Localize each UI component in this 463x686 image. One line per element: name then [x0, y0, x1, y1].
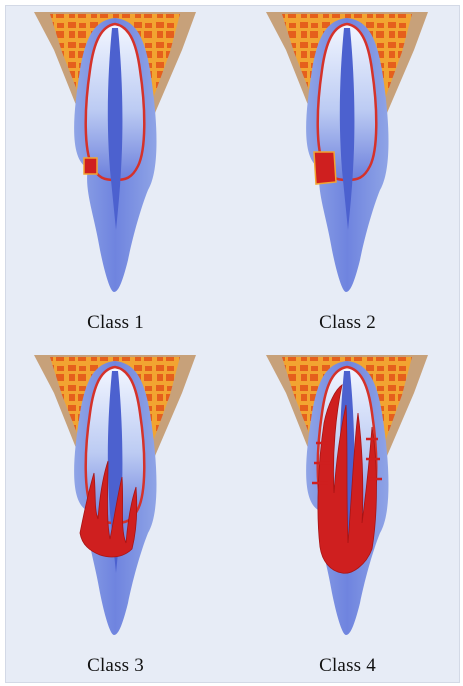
tooth-diagram-class-1 — [0, 0, 231, 343]
panel-class-3: Class 3 — [0, 343, 231, 686]
panel-class-1: Class 1 — [0, 0, 231, 343]
panel-label: Class 2 — [232, 312, 463, 334]
panel-label: Class 3 — [0, 655, 231, 677]
panel-label: Class 1 — [0, 312, 231, 334]
tooth-diagram-class-3 — [0, 343, 231, 686]
tooth-diagram-class-2 — [232, 0, 463, 343]
resorption-lesion — [84, 158, 97, 174]
resorption-lesion — [314, 152, 336, 184]
panel-class-4: Class 4 — [232, 343, 463, 686]
panel-class-2: Class 2 — [232, 0, 463, 343]
panel-label: Class 4 — [232, 655, 463, 677]
tooth-diagram-class-4 — [232, 343, 463, 686]
